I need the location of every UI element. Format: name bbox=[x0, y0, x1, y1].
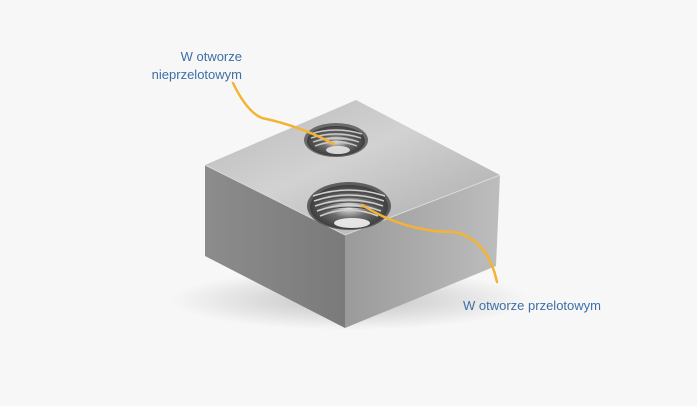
block-left-face bbox=[205, 165, 345, 328]
through-hole-leader-line bbox=[360, 203, 499, 284]
blind-hole-leader-line bbox=[231, 81, 336, 146]
through-threaded-hole bbox=[307, 182, 391, 230]
block-right-face bbox=[345, 175, 500, 328]
blind-hole-label-line1: W otworze bbox=[180, 49, 242, 64]
block-top-face bbox=[205, 100, 500, 235]
blind-threaded-hole bbox=[304, 123, 368, 157]
blind-hole-label: W otworze nieprzelotowym bbox=[152, 48, 242, 84]
blind-hole-label-line2: nieprzelotowym bbox=[151, 67, 242, 82]
through-hole-label: W otworze przelotowym bbox=[463, 298, 601, 313]
